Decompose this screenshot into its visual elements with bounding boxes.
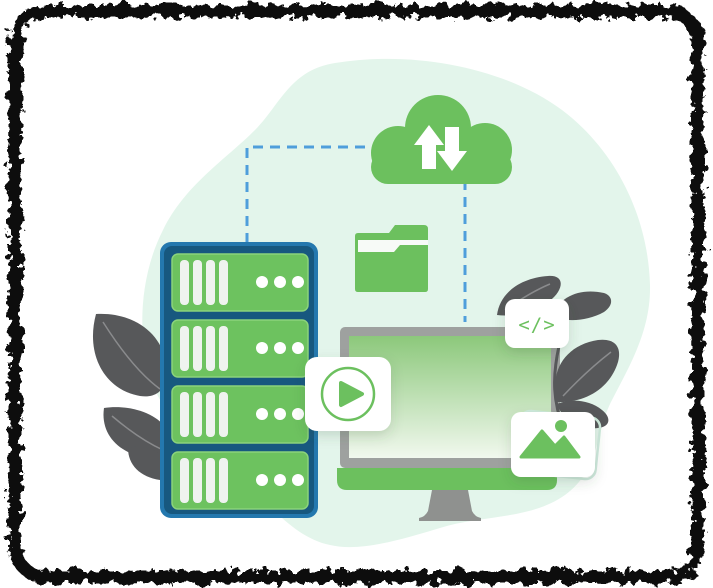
upload-arrow-icon — [414, 125, 444, 169]
server-led-dot — [256, 342, 268, 354]
server-unit-body — [171, 253, 309, 312]
code-card-bg — [505, 299, 569, 348]
video-card — [305, 357, 391, 431]
folder-icon — [355, 225, 428, 292]
download-arrow-icon — [437, 127, 467, 171]
server-vent-bar — [193, 392, 202, 437]
mountains-shape — [519, 429, 581, 459]
server-unit — [171, 253, 309, 312]
folder-label — [358, 240, 428, 252]
image-card — [511, 412, 595, 477]
server-vent-bar — [193, 458, 202, 503]
server-led-dot — [292, 276, 304, 288]
cloud-sync-icon — [371, 95, 512, 184]
server-led-dot — [256, 474, 268, 486]
server-led-dot — [274, 342, 286, 354]
sun-dot — [555, 420, 567, 432]
left-plant — [92, 313, 170, 481]
server-led-dot — [274, 474, 286, 486]
server-vent-bar — [219, 392, 228, 437]
server-unit — [171, 319, 309, 378]
server-led-dot — [256, 408, 268, 420]
monitor-chin — [337, 468, 557, 490]
server-vent-bar — [180, 260, 189, 305]
leaf-vein — [102, 321, 161, 390]
server-unit-body — [171, 319, 309, 378]
folder-body — [355, 225, 428, 292]
server-vent-bar — [206, 326, 215, 371]
server-vent-bar — [219, 326, 228, 371]
server-vent-bar — [206, 392, 215, 437]
monitor-stand — [419, 490, 481, 521]
server-vent-bar — [193, 326, 202, 371]
code-icon: </> — [518, 314, 555, 336]
leaf-icon — [555, 339, 620, 403]
server-unit-body — [171, 385, 309, 444]
server-unit — [171, 385, 309, 444]
code-card: </> — [505, 299, 569, 348]
server-led-dot — [292, 342, 304, 354]
server-led-dot — [256, 276, 268, 288]
server-vent-bar — [180, 326, 189, 371]
server-vent-bar — [219, 458, 228, 503]
server-vent-bar — [193, 260, 202, 305]
server-vent-bar — [206, 260, 215, 305]
server-rack-frame-inner — [164, 246, 314, 514]
play-icon — [320, 366, 376, 422]
server-led-dot — [292, 408, 304, 420]
leaf-vein — [562, 351, 612, 397]
server-vent-bar — [206, 458, 215, 503]
server-rack — [160, 242, 318, 518]
server-led-dot — [292, 474, 304, 486]
speckle-border — [8, 4, 705, 584]
server-vent-bar — [180, 392, 189, 437]
server-vent-bar — [180, 458, 189, 503]
leaf-icon — [128, 446, 170, 481]
server-led-dot — [274, 408, 286, 420]
server-unit — [171, 451, 309, 510]
server-unit-body — [171, 451, 309, 510]
image-icon — [519, 420, 581, 459]
server-led-dot — [274, 276, 286, 288]
leaf-vein — [111, 415, 164, 451]
server-vent-bar — [219, 260, 228, 305]
